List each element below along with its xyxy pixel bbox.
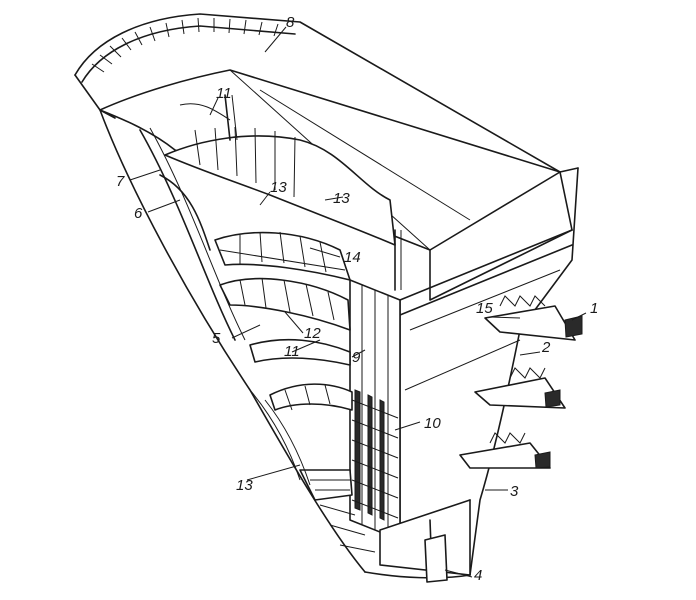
callout-7: 7 xyxy=(116,173,125,190)
internal-frames xyxy=(139,94,402,486)
callout-9: 9 xyxy=(352,349,361,366)
callout-12: 12 xyxy=(304,325,321,342)
tween-decks xyxy=(164,126,396,553)
callout-8: 8 xyxy=(286,14,295,31)
callout-5: 5 xyxy=(212,330,221,347)
callout-11-bottom: 11 xyxy=(284,343,300,360)
keel-structure xyxy=(379,499,471,583)
leader-lines xyxy=(129,26,587,578)
callout-labels: 1 2 3 4 5 6 7 8 9 10 11 11 12 13 13 13 1… xyxy=(116,14,598,584)
callout-6: 6 xyxy=(134,205,143,222)
callout-2: 2 xyxy=(541,339,551,356)
callout-10: 10 xyxy=(424,415,441,432)
callout-3: 3 xyxy=(510,483,519,500)
callout-11-top: 11 xyxy=(216,85,232,102)
bulwark-frames xyxy=(91,17,279,73)
longitudinal-bulkhead xyxy=(349,279,401,541)
callout-13-middle: 13 xyxy=(333,190,350,207)
callout-15: 15 xyxy=(476,300,493,317)
side-brackets xyxy=(459,295,583,469)
callout-1: 1 xyxy=(590,300,598,317)
callout-13-top: 13 xyxy=(270,179,287,196)
callout-4: 4 xyxy=(474,567,482,584)
callout-13-bottom: 13 xyxy=(236,477,253,494)
callout-14: 14 xyxy=(344,249,361,266)
